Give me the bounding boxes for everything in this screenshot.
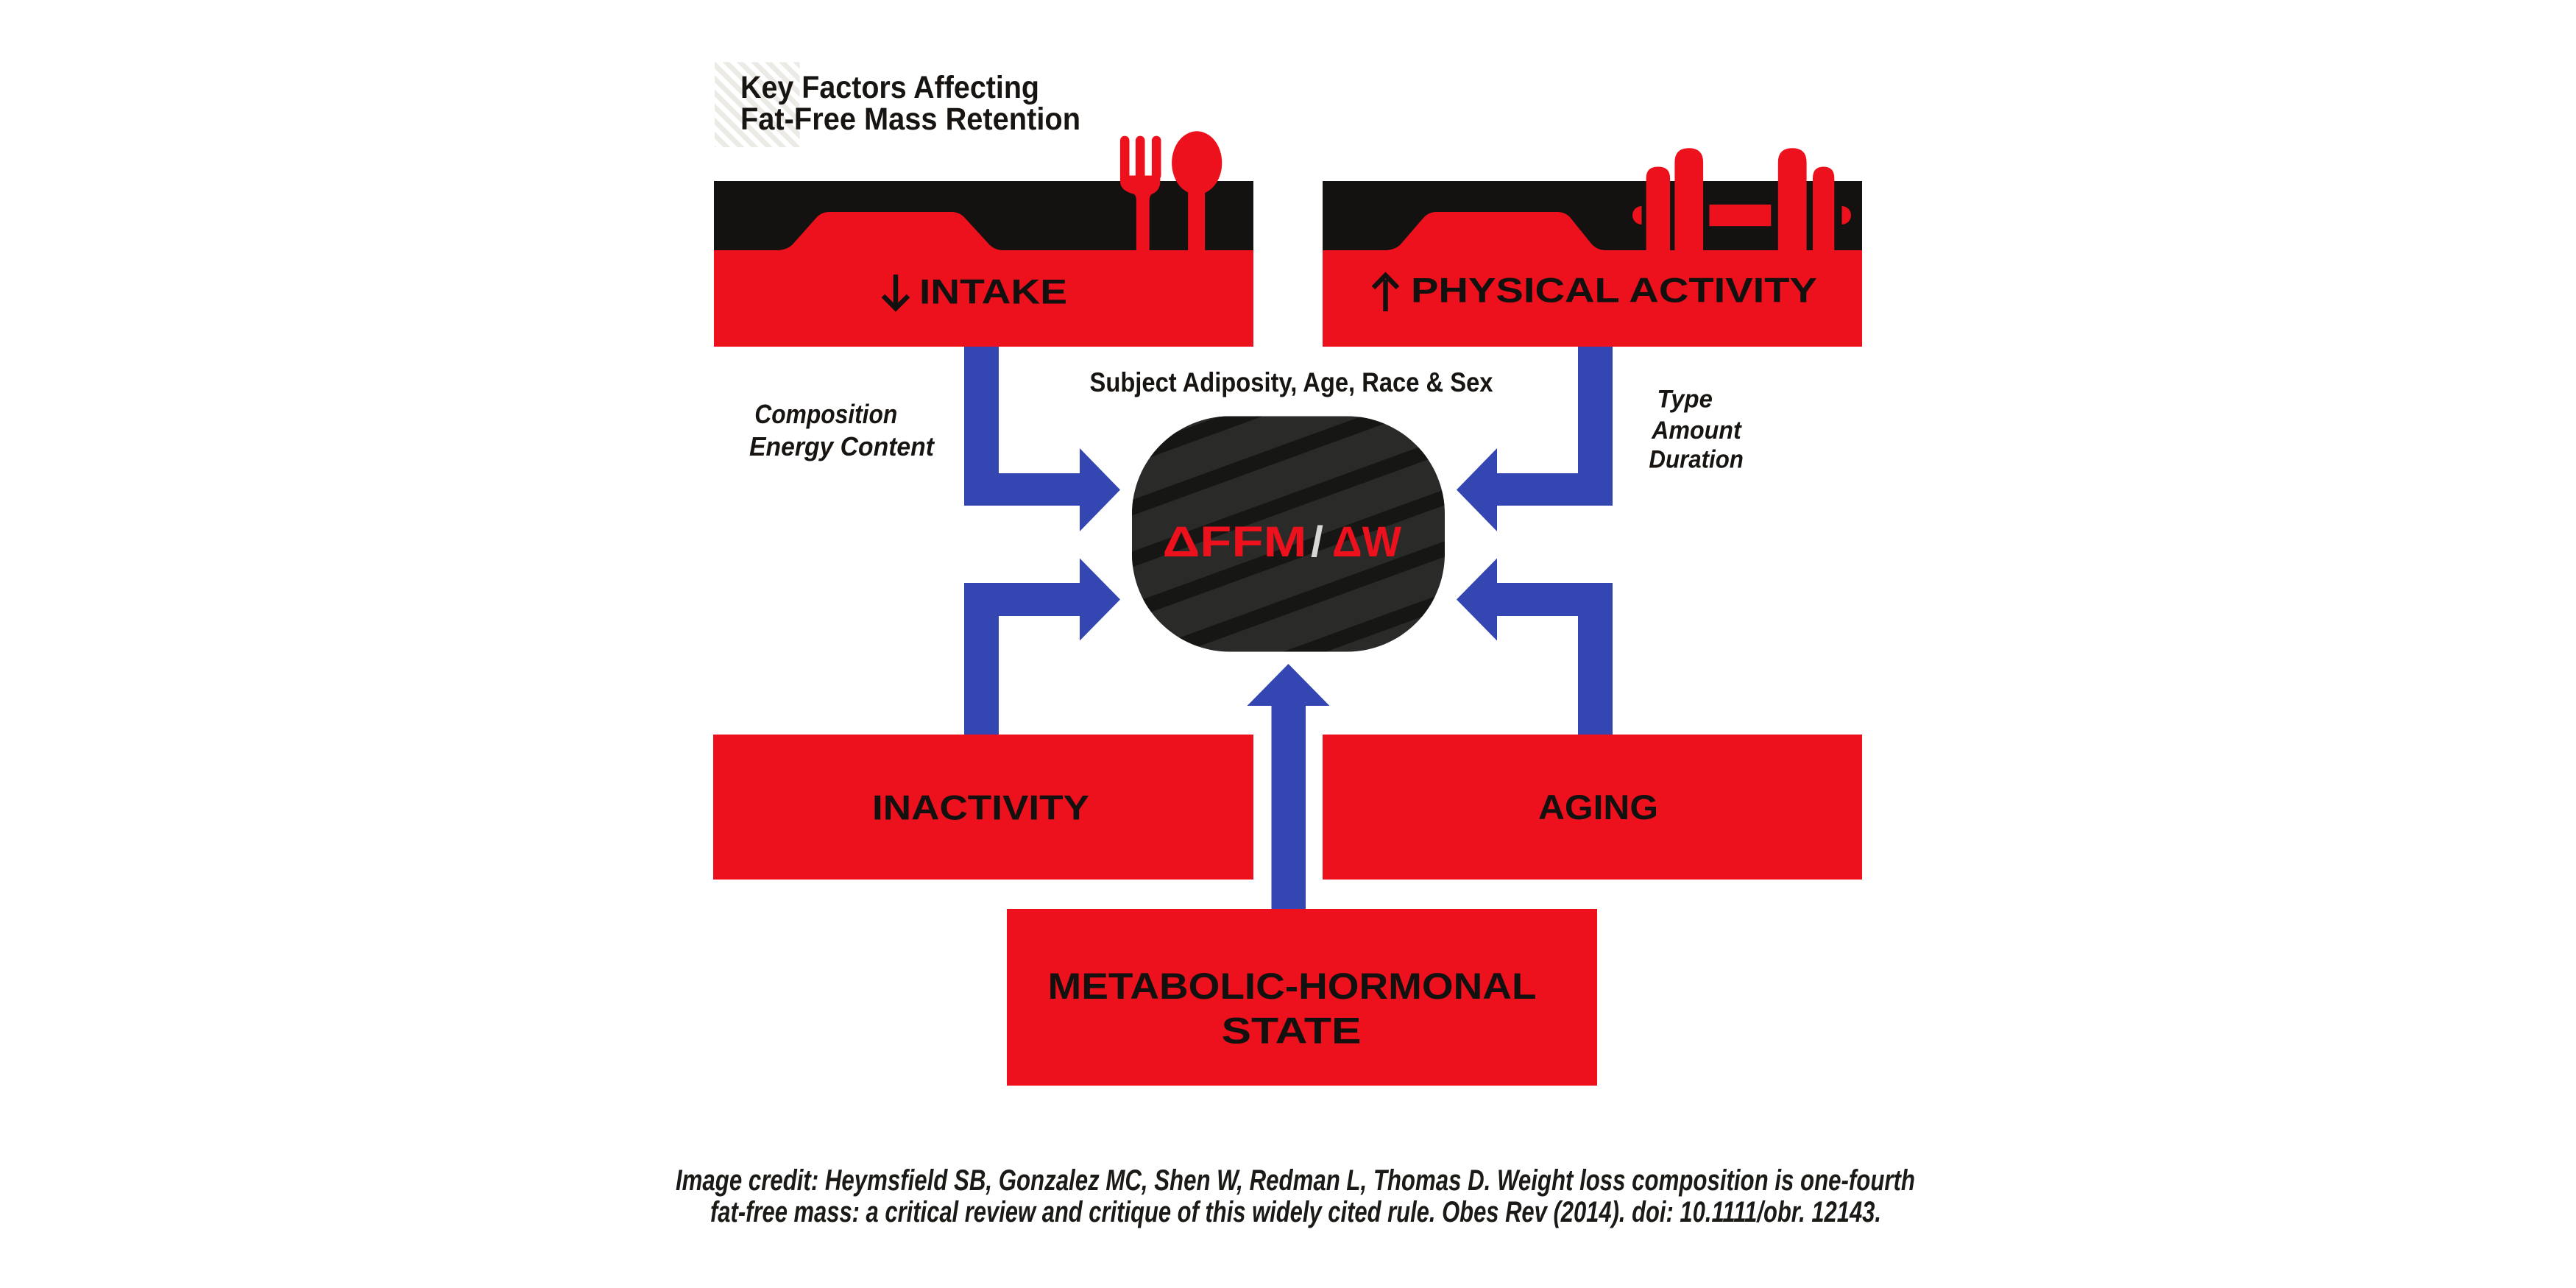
svg-text:Energy Content: Energy Content	[749, 431, 935, 461]
svg-text:ΔFFM: ΔFFM	[1163, 518, 1307, 566]
svg-text:Fat-Free Mass Retention: Fat-Free Mass Retention	[740, 102, 1080, 137]
svg-text:Subject Adiposity, Age, Race &: Subject Adiposity, Age, Race & Sex	[1090, 367, 1493, 397]
svg-text:fat-free mass: a critical revi: fat-free mass: a critical review and cri…	[710, 1196, 1881, 1228]
svg-text:Composition: Composition	[754, 399, 897, 429]
svg-text:INACTIVITY: INACTIVITY	[872, 789, 1089, 828]
svg-text:Duration: Duration	[1649, 446, 1744, 474]
svg-text:AGING: AGING	[1538, 788, 1658, 827]
svg-text:Image credit: Heymsfield SB, G: Image credit: Heymsfield SB, Gonzalez MC…	[676, 1164, 1915, 1197]
svg-text:/: /	[1311, 518, 1323, 566]
svg-text:METABOLIC-HORMONAL: METABOLIC-HORMONAL	[1048, 966, 1537, 1007]
svg-text:Amount: Amount	[1651, 417, 1742, 445]
svg-text:PHYSICAL ACTIVITY: PHYSICAL ACTIVITY	[1411, 272, 1817, 311]
svg-text:ΔW: ΔW	[1332, 518, 1401, 566]
svg-text:STATE: STATE	[1222, 1011, 1362, 1052]
svg-text:INTAKE: INTAKE	[919, 273, 1067, 312]
svg-text:Type: Type	[1657, 385, 1713, 413]
svg-text:Key Factors Affecting: Key Factors Affecting	[740, 70, 1039, 105]
